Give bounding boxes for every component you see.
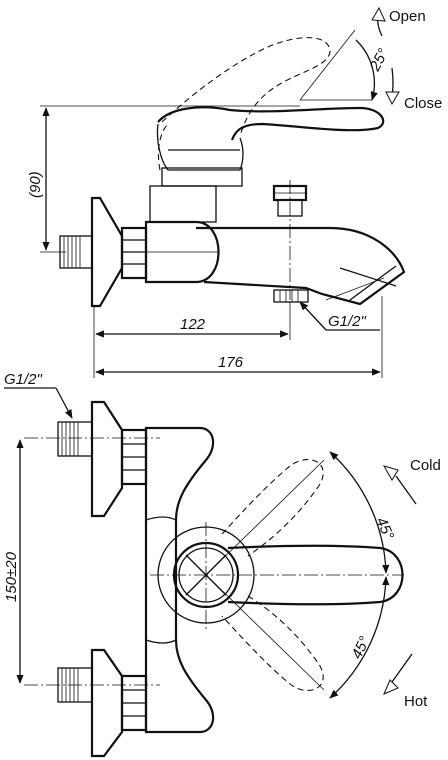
hot-angle-label: 45°	[348, 634, 373, 662]
cold-angle-arc	[329, 451, 390, 574]
cold-label: Cold	[410, 457, 441, 474]
wall-flange	[90, 196, 124, 308]
hex-nut	[120, 226, 148, 280]
open-label: Open	[389, 8, 426, 25]
spout-tip-line	[349, 265, 397, 301]
close-arrowhead-icon	[385, 91, 400, 106]
open-arrowhead-icon	[371, 6, 386, 22]
height-dim-label: (90)	[27, 171, 44, 198]
spout-body	[196, 226, 406, 306]
rotation-arc	[355, 39, 378, 101]
lever-handle-open-outline	[161, 37, 331, 137]
inlet-thread-leader	[55, 387, 73, 419]
rotation-open-line	[299, 29, 356, 101]
lever-outline	[157, 106, 385, 141]
lever-angle-label: 25°	[366, 46, 392, 75]
outlet-centerline	[325, 277, 385, 301]
inlet-thread-label: G1/2"	[4, 371, 43, 388]
hot-arrow-shaft	[391, 653, 413, 683]
spout-detail-line	[339, 267, 397, 287]
hot-arrow-icon	[383, 679, 399, 695]
cold-angle-ray	[205, 459, 325, 576]
lever-handle-hot-position	[221, 595, 324, 691]
dim-spout-outlet-label: 122	[180, 316, 206, 333]
front-body-waist-top	[145, 516, 177, 521]
outlet-thread	[273, 289, 309, 303]
lever-handle-cold-position	[221, 459, 324, 557]
outlet-thread-leader	[299, 301, 327, 331]
lever-rotation-indicator: Open Close 25°	[299, 6, 442, 112]
upper-inlet-thread	[57, 421, 93, 457]
upper-wall-flange	[90, 400, 124, 518]
hot-label: Hot	[404, 693, 428, 710]
lever-body	[156, 123, 244, 171]
lower-wall-flange	[90, 648, 124, 758]
lever-handle-closed	[156, 106, 385, 171]
outlet-thread-label: G1/2"	[328, 313, 367, 330]
dim-overall-label: 176	[218, 354, 244, 371]
lever-handle-open-base	[157, 123, 169, 171]
valve-body	[144, 220, 220, 284]
inlet-spacing-label: 150±20	[3, 551, 20, 602]
cartridge-body	[149, 185, 217, 223]
hot-angle-arc	[329, 576, 390, 699]
close-label: Close	[404, 95, 442, 112]
hot-angle-ray	[205, 574, 325, 691]
cold-arrow-icon	[382, 465, 399, 481]
cold-arrow-shaft	[395, 475, 417, 505]
cartridge-cap	[161, 167, 243, 187]
front-body-waist-bottom	[145, 639, 177, 644]
front-elevation-view: G1/2"	[3, 371, 441, 758]
inlet-thread-hatch	[63, 236, 81, 268]
side-elevation-view: Open Close 25°	[27, 6, 442, 378]
